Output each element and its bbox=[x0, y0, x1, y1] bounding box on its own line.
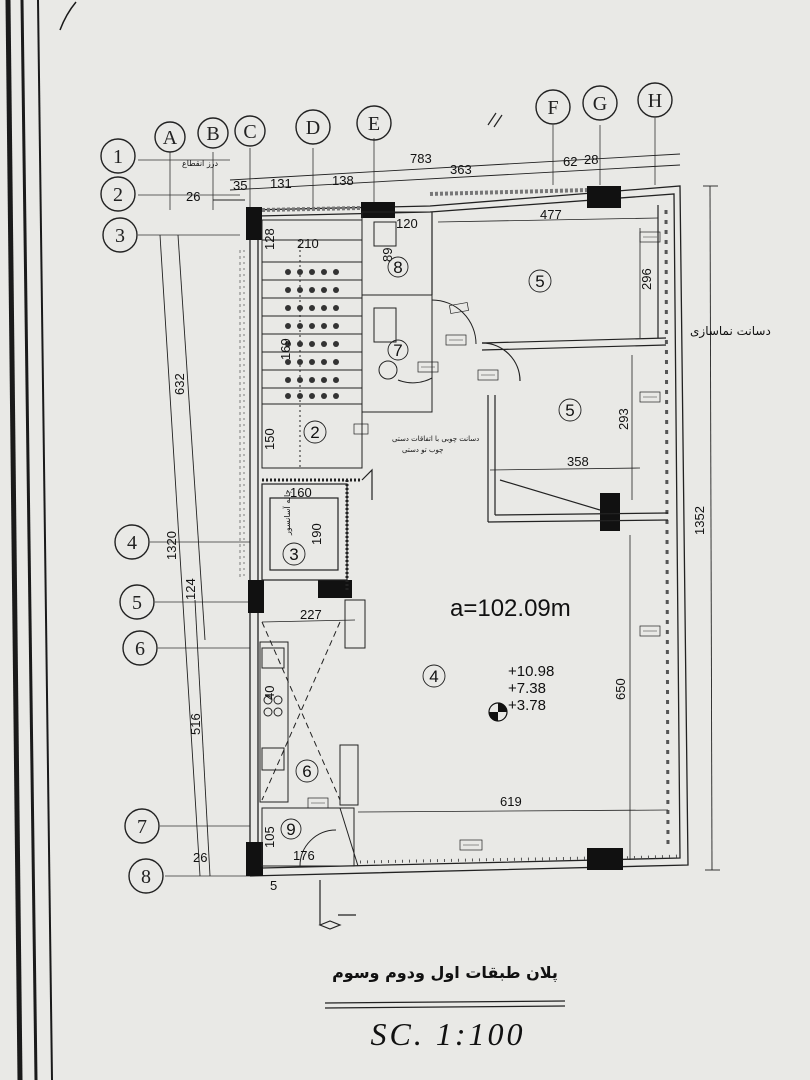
level-marker-icon bbox=[488, 702, 508, 722]
dim-293: 293 bbox=[616, 408, 631, 430]
dim-632: 632 bbox=[172, 373, 187, 395]
dim-150: 150 bbox=[262, 428, 277, 450]
scale-label: SC. 1:100 bbox=[371, 1016, 526, 1052]
dim-477: 477 bbox=[540, 207, 562, 222]
dim-124: 124 bbox=[183, 578, 198, 600]
top-dimension-lines bbox=[213, 153, 681, 201]
dim-190: 190 bbox=[309, 523, 324, 545]
grid-label-3: 3 bbox=[115, 225, 125, 247]
grid-label-5: 5 bbox=[132, 592, 142, 614]
bathrooms bbox=[361, 211, 477, 413]
dim-120: 120 bbox=[396, 216, 418, 231]
dim-131: 131 bbox=[270, 176, 292, 191]
dim-169: 169 bbox=[278, 338, 293, 360]
grid-label-1: 1 bbox=[113, 146, 123, 168]
dim-1320: 1320 bbox=[164, 531, 179, 560]
room-number-7: 7 bbox=[393, 341, 402, 360]
room-number-circles bbox=[280, 256, 582, 840]
dim-89: 89 bbox=[380, 248, 395, 262]
room-number-5b: 5 bbox=[565, 401, 574, 420]
grid-bubbles-letters bbox=[154, 82, 673, 153]
grid-bubbles-numbers bbox=[100, 138, 164, 894]
note-stair-2: چوب تو دستی bbox=[402, 446, 443, 454]
room-number-3: 3 bbox=[289, 545, 298, 564]
note-stair: دسانت چوبی با اتفاقات دستی bbox=[392, 435, 479, 443]
note-facade: دسانت نماسازی bbox=[690, 324, 771, 339]
grid-label-7: 7 bbox=[137, 816, 147, 838]
grid-label-a: A bbox=[163, 127, 178, 149]
grid-label-e: E bbox=[368, 113, 380, 135]
grid-label-g: G bbox=[593, 93, 607, 115]
grid-label-2: 2 bbox=[113, 184, 123, 206]
grid-label-c: C bbox=[243, 121, 256, 143]
dim-1352: 1352 bbox=[692, 506, 707, 535]
dim-138: 138 bbox=[332, 173, 354, 188]
entrance-arrow-icon bbox=[318, 880, 356, 930]
dim-296: 296 bbox=[639, 268, 654, 290]
sheet-border bbox=[5, 0, 77, 1080]
dim-176: 176 bbox=[293, 848, 315, 863]
window-tag-lines bbox=[311, 236, 657, 846]
columns bbox=[246, 186, 623, 876]
stair-rebar-dots bbox=[285, 269, 339, 399]
dim-40: 40 bbox=[262, 686, 277, 700]
room-number-2: 2 bbox=[310, 423, 319, 442]
kitchen bbox=[259, 599, 366, 806]
dim-619: 619 bbox=[500, 794, 522, 809]
grid-label-8: 8 bbox=[141, 866, 151, 888]
room-partitions bbox=[431, 205, 669, 523]
grid-label-h: H bbox=[648, 90, 662, 112]
dim-35: 35 bbox=[233, 178, 247, 193]
level-3: +3.78 bbox=[508, 697, 546, 714]
drawing-title: پلان طبقات اول ودوم وسوم bbox=[332, 963, 558, 983]
dim-783: 783 bbox=[410, 151, 432, 166]
dim-650: 650 bbox=[613, 678, 628, 700]
elevator-shaft bbox=[261, 468, 373, 590]
area-label: a=102.09m bbox=[450, 595, 571, 622]
dim-363: 363 bbox=[450, 162, 472, 177]
dim-516: 516 bbox=[188, 713, 203, 735]
dim-5: 5 bbox=[270, 878, 277, 893]
right-dimension-lines bbox=[703, 185, 720, 871]
dim-26-bottom: 26 bbox=[193, 850, 207, 865]
dim-62: 62 bbox=[563, 154, 577, 169]
room-number-5a: 5 bbox=[535, 272, 544, 291]
grid-label-4: 4 bbox=[127, 532, 137, 554]
grid-label-6: 6 bbox=[135, 638, 145, 660]
room-number-8: 8 bbox=[393, 258, 402, 277]
grid-label-b: B bbox=[206, 123, 219, 145]
room-number-6: 6 bbox=[302, 762, 311, 781]
note-elevator: چاله آسانسور bbox=[282, 490, 292, 536]
grid-label-f: F bbox=[547, 97, 558, 119]
dim-128: 128 bbox=[262, 228, 277, 250]
dim-26: 26 bbox=[186, 189, 200, 204]
title-underline-2 bbox=[324, 1005, 566, 1009]
window-tags bbox=[307, 231, 661, 851]
room-number-9: 9 bbox=[286, 820, 295, 839]
left-dimension-lines bbox=[159, 234, 211, 877]
level-2: +7.38 bbox=[508, 680, 546, 697]
grid-label-d: D bbox=[306, 117, 320, 139]
wall-hatching bbox=[239, 188, 681, 864]
title-underline bbox=[324, 1000, 566, 1004]
dim-227: 227 bbox=[300, 607, 322, 622]
dim-105: 105 bbox=[262, 826, 277, 848]
hatch-mark-icon bbox=[487, 112, 503, 128]
dim-358: 358 bbox=[567, 454, 589, 469]
level-1: +10.98 bbox=[508, 663, 554, 680]
dim-28: 28 bbox=[584, 152, 598, 167]
room-number-4: 4 bbox=[429, 667, 438, 686]
note-joint: درز انقطاع bbox=[182, 159, 219, 168]
dim-210: 210 bbox=[297, 236, 319, 251]
stair bbox=[261, 219, 363, 469]
dim-160: 160 bbox=[290, 485, 312, 500]
interior-dimension-lines bbox=[261, 217, 669, 860]
